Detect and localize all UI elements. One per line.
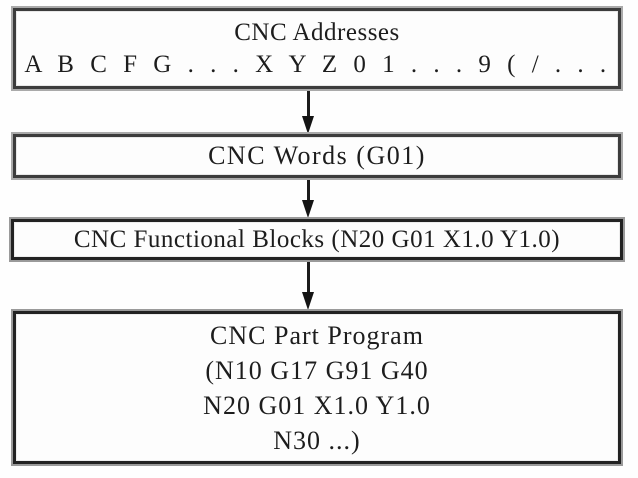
cnc-functional-blocks-label: CNC Functional Blocks (N20 G01 X1.0 Y1.0… xyxy=(73,225,561,253)
arrow-head xyxy=(302,200,314,218)
cnc-addresses-title: CNC Addresses xyxy=(234,18,400,46)
down-arrow-icon xyxy=(301,180,315,218)
arrow-shaft xyxy=(306,180,310,200)
arrow-shaft xyxy=(306,91,310,116)
box-cnc-functional-blocks: CNC Functional Blocks (N20 G01 X1.0 Y1.0… xyxy=(11,219,623,260)
cnc-part-program-line-2: N20 G01 X1.0 Y1.0 xyxy=(203,390,431,420)
cnc-part-program-line-1: (N10 G17 G91 G40 xyxy=(205,355,429,385)
cnc-part-program-line-3: N30 ...) xyxy=(273,425,361,455)
arrow-head xyxy=(302,116,314,134)
cnc-words-label: CNC Words (G01) xyxy=(208,141,426,170)
box-cnc-words: CNC Words (G01) xyxy=(13,134,621,178)
arrow-shaft xyxy=(306,262,310,292)
box-cnc-part-program: CNC Part Program (N10 G17 G91 G40 N20 G0… xyxy=(13,311,621,464)
arrow-head xyxy=(302,292,314,310)
cnc-addresses-characters: A B C F G . . . X Y Z 0 1 . . . 9 ( / . … xyxy=(24,50,610,78)
cnc-part-program-title: CNC Part Program xyxy=(210,320,424,350)
box-cnc-addresses: CNC Addresses A B C F G . . . X Y Z 0 1 … xyxy=(13,8,621,89)
down-arrow-icon xyxy=(301,91,315,134)
down-arrow-icon xyxy=(301,262,315,310)
